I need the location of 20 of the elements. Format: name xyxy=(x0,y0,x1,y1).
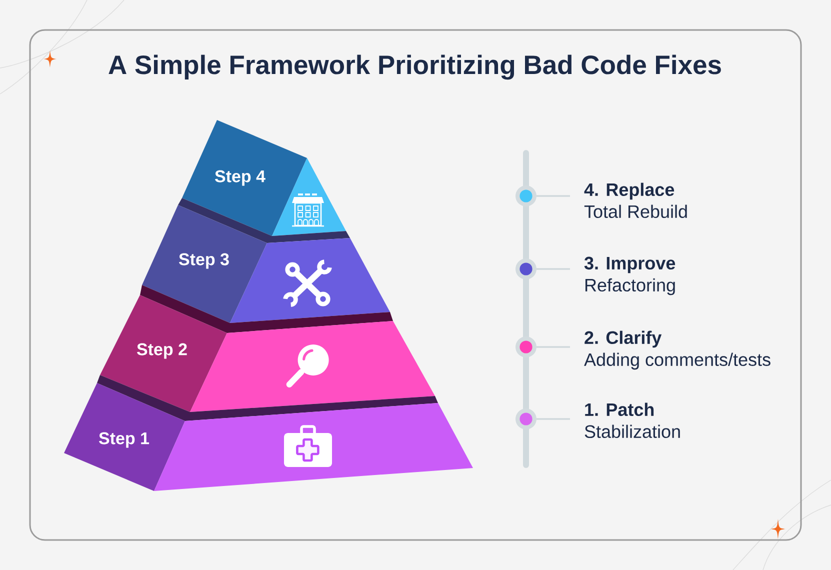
connector-line xyxy=(536,268,570,270)
timeline-dot xyxy=(516,336,536,358)
timeline-dot xyxy=(516,408,536,430)
connector-line xyxy=(536,346,570,348)
step-label: Step 2 xyxy=(136,343,187,359)
step-title: 2. Clarify xyxy=(584,330,662,348)
step-title: 4. Replace xyxy=(584,182,674,200)
connector-line xyxy=(536,418,570,420)
timeline-dot xyxy=(516,186,536,206)
step-label: Step 1 xyxy=(98,432,150,448)
step-title: 3. Improve xyxy=(584,256,676,274)
step-label: Step 3 xyxy=(178,253,229,269)
step-title: 1. Patch xyxy=(585,402,654,416)
connector-line xyxy=(536,195,570,197)
title: A Simple Framework Prioritizing Bad Code Fixes xyxy=(108,54,721,80)
step-description: Refactoring xyxy=(585,278,675,296)
step-description: Adding comments/tests xyxy=(584,352,770,370)
step-description: Stabilization xyxy=(584,424,680,438)
timeline-dot xyxy=(516,258,536,280)
step-description: Total Rebuild xyxy=(584,204,687,218)
